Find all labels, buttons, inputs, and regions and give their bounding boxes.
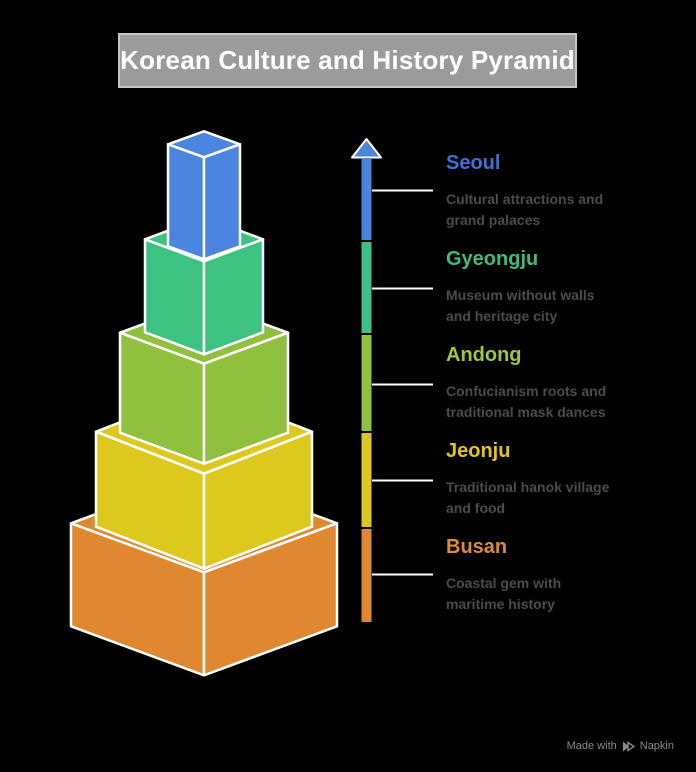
arrow-segment-andong (361, 335, 372, 431)
legend-item-seoul: Seoul Cultural attractions and grand pal… (446, 151, 651, 231)
pyramid-level-busan (69, 473, 339, 677)
legend-item-jeonju: Jeonju Traditional hanok village and foo… (446, 439, 651, 519)
arrow-head-icon (351, 138, 382, 159)
jeonju-right-face (202, 430, 314, 570)
connector-lines (372, 189, 433, 576)
page-title: Korean Culture and History Pyramid (120, 45, 575, 75)
legend-item-gyeongju: Gyeongju Museum without walls and herita… (446, 247, 651, 327)
legend-label-busan: Busan (446, 536, 508, 558)
legend-desc-busan: Coastal gem with maritime history (446, 575, 562, 612)
legend-item-andong: Andong Confucianism roots and traditiona… (446, 343, 651, 423)
title-box: Korean Culture and History Pyramid (118, 33, 577, 88)
legend-label-andong: Andong (446, 344, 522, 366)
napkin-brand-text: Napkin (639, 740, 674, 752)
legend-item-busan: Busan Coastal gem with maritime history (446, 535, 651, 615)
arrow-segment-seoul (361, 158, 372, 240)
arrow-segment-gyeongju (361, 242, 372, 333)
legend-desc-andong: Confucianism roots and traditional mask … (446, 383, 607, 420)
busan-right-face (202, 522, 339, 677)
legend-label-seoul: Seoul (446, 152, 501, 174)
made-with-text: Made with (566, 740, 617, 752)
legend-desc-gyeongju: Museum without walls and heritage city (446, 287, 595, 324)
napkin-logo-icon (622, 740, 635, 752)
legend-label-gyeongju: Gyeongju (446, 248, 539, 270)
andong-right-face (202, 331, 290, 465)
arrow-segment-busan (361, 529, 372, 622)
legend-desc-jeonju: Traditional hanok village and food (446, 479, 610, 516)
pyramid-level-seoul (166, 130, 242, 261)
gyeongju-right-face (202, 238, 265, 356)
arrow-segment-jeonju (361, 433, 372, 527)
seoul-right-face (202, 143, 242, 261)
legend-desc-seoul: Cultural attractions and grand palaces (446, 191, 604, 228)
legend-label-jeonju: Jeonju (446, 440, 511, 462)
seoul-left-face (166, 143, 206, 261)
napkin-credit: Made with Napkin (567, 740, 674, 752)
flow-arrow (351, 138, 382, 622)
